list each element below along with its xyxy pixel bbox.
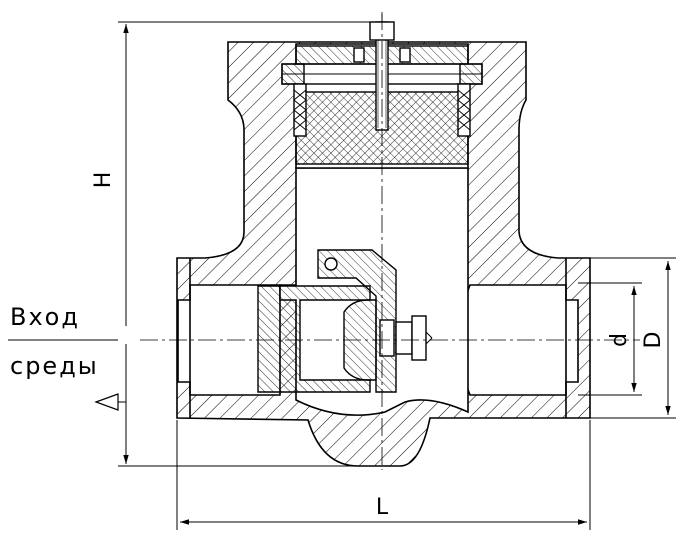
flow-direction-arrow (94, 393, 119, 411)
inlet-marking (8, 339, 126, 411)
dimension-lines (118, 21, 676, 530)
dim-l-label: L (376, 495, 389, 520)
center-lines (140, 12, 640, 470)
dim-d-label: d (607, 333, 632, 347)
disc-assembly (257, 249, 433, 393)
inlet-label-bottom: среды (10, 352, 99, 380)
inlet-label-top: Вход (10, 303, 80, 331)
disc-nut (395, 321, 413, 355)
dim-D-label: D (641, 332, 666, 349)
hinge-pin (324, 257, 338, 271)
dim-h-label: H (91, 172, 116, 189)
